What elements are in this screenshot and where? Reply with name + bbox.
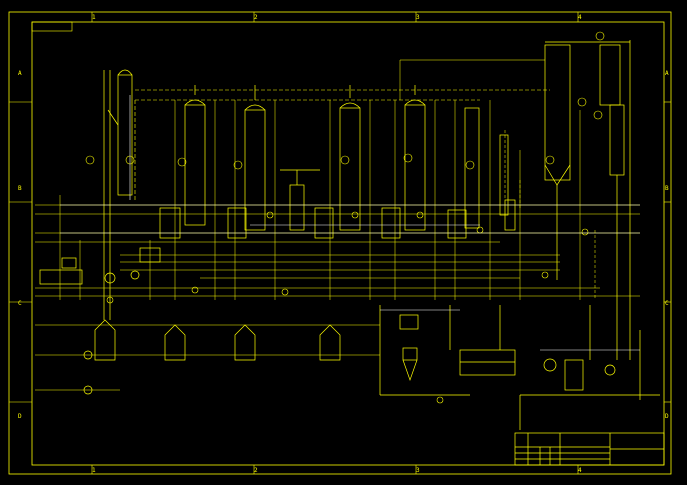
col-mark-4: 4 xyxy=(578,14,582,21)
inner-frame xyxy=(31,21,665,466)
row-mark-c-right: C xyxy=(665,300,669,307)
riser-lines xyxy=(59,59,581,300)
drawing-tag xyxy=(31,21,73,32)
accent-marks xyxy=(60,95,640,351)
col-mark-3-bottom: 3 xyxy=(416,467,420,474)
frame-ticks xyxy=(9,12,671,474)
row-mark-d: D xyxy=(18,413,22,420)
vapour-headers xyxy=(134,89,550,200)
signal-lines xyxy=(504,130,596,300)
col-mark-2: 2 xyxy=(254,14,258,21)
evaporator-train xyxy=(103,40,631,360)
row-mark-d-right: D xyxy=(665,413,669,420)
row-mark-b: B xyxy=(18,185,22,192)
col-mark-1: 1 xyxy=(92,14,96,21)
col-mark-1-bottom: 1 xyxy=(92,467,96,474)
row-mark-b-right: B xyxy=(665,185,669,192)
row-mark-a-right: A xyxy=(665,70,669,77)
instrument-bubbles xyxy=(85,31,605,404)
feed-section xyxy=(39,247,161,395)
title-block xyxy=(514,432,665,466)
crystallizer-row xyxy=(94,305,660,430)
col-mark-2-bottom: 2 xyxy=(254,467,258,474)
col-mark-4-bottom: 4 xyxy=(578,467,582,474)
outer-frame xyxy=(8,11,672,475)
col-mark-3: 3 xyxy=(416,14,420,21)
row-mark-c: C xyxy=(18,300,22,307)
row-mark-a: A xyxy=(18,70,22,77)
